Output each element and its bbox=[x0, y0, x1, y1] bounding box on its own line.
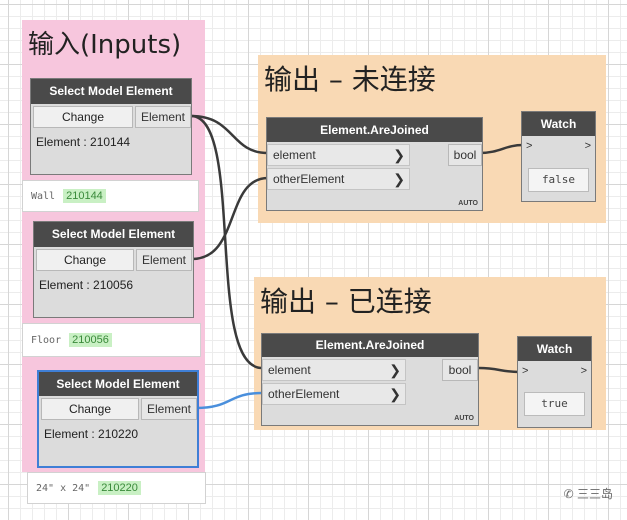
watch-node-1[interactable]: Watch > > false bbox=[521, 111, 596, 202]
arejoined-node-1[interactable]: Element.AreJoined element ❯ otherElement… bbox=[266, 117, 483, 211]
port-label: otherElement bbox=[268, 387, 340, 401]
change-button[interactable]: Change bbox=[33, 106, 133, 128]
node-title: Select Model Element bbox=[31, 79, 191, 104]
preview-id: 210144 bbox=[63, 189, 106, 203]
wechat-icon: ✆ bbox=[563, 487, 574, 501]
change-button[interactable]: Change bbox=[41, 398, 139, 420]
node-title: Element.AreJoined bbox=[262, 334, 478, 357]
lacing-indicator: AUTO bbox=[458, 200, 478, 207]
watch-input-port[interactable]: > bbox=[522, 365, 529, 377]
port-label: element bbox=[273, 148, 316, 162]
element-id-label: Element : 210220 bbox=[44, 427, 139, 441]
lacing-indicator: AUTO bbox=[454, 415, 474, 422]
chevron-right-icon: ❯ bbox=[389, 362, 401, 378]
other-element-input-port[interactable]: otherElement ❯ bbox=[262, 383, 406, 405]
bool-output-port[interactable]: bool bbox=[448, 144, 482, 166]
node-title: Select Model Element bbox=[39, 372, 197, 396]
preview-bubble-2: Floor 210056 bbox=[22, 323, 201, 357]
element-id-label: Element : 210056 bbox=[39, 278, 134, 292]
preview-bubble-3: 24" x 24" 210220 bbox=[27, 472, 206, 504]
preview-type: 24" x 24" bbox=[36, 483, 91, 494]
select-model-element-node-2[interactable]: Select Model Element Change Element Elem… bbox=[33, 221, 194, 318]
node-title: Watch bbox=[518, 337, 591, 361]
arejoined-node-2[interactable]: Element.AreJoined element ❯ otherElement… bbox=[261, 333, 479, 426]
node-title: Select Model Element bbox=[34, 222, 193, 247]
chevron-right-icon: ❯ bbox=[393, 171, 405, 187]
preview-id: 210056 bbox=[69, 333, 112, 347]
watch-value: false bbox=[528, 168, 589, 192]
change-button[interactable]: Change bbox=[36, 249, 134, 271]
element-output-port[interactable]: Element bbox=[136, 249, 192, 271]
select-model-element-node-1[interactable]: Select Model Element Change Element Elem… bbox=[30, 78, 192, 175]
node-title: Watch bbox=[522, 112, 595, 136]
node-title: Element.AreJoined bbox=[267, 118, 482, 142]
output-connected-title: 输出 – 已连接 bbox=[260, 285, 432, 318]
element-id-label: Element : 210144 bbox=[36, 135, 131, 149]
port-label: otherElement bbox=[273, 172, 345, 186]
preview-type: Floor bbox=[31, 335, 62, 346]
wire-element3-to-arejoined2-other bbox=[195, 391, 263, 410]
watermark: ✆ 三三岛 bbox=[564, 485, 613, 502]
chevron-right-icon: ❯ bbox=[389, 386, 401, 402]
element-input-port[interactable]: element ❯ bbox=[267, 144, 410, 166]
select-model-element-node-3[interactable]: Select Model Element Change Element Elem… bbox=[37, 370, 199, 468]
watch-node-2[interactable]: Watch > > true bbox=[517, 336, 592, 428]
preview-type: Wall bbox=[31, 191, 56, 202]
bool-output-port[interactable]: bool bbox=[442, 359, 478, 381]
preview-id: 210220 bbox=[98, 481, 141, 495]
watermark-text: 三三岛 bbox=[576, 487, 613, 501]
watch-output-port[interactable]: > bbox=[584, 140, 591, 152]
watch-value: true bbox=[524, 392, 585, 416]
element-output-port[interactable]: Element bbox=[141, 398, 197, 420]
other-element-input-port[interactable]: otherElement ❯ bbox=[267, 168, 410, 190]
output-disconnected-title: 输出 – 未连接 bbox=[264, 63, 436, 96]
watch-input-port[interactable]: > bbox=[526, 140, 533, 152]
preview-bubble-1: Wall 210144 bbox=[22, 180, 199, 212]
chevron-right-icon: ❯ bbox=[393, 147, 405, 163]
port-label: element bbox=[268, 363, 311, 377]
watch-output-port[interactable]: > bbox=[580, 365, 587, 377]
element-output-port[interactable]: Element bbox=[135, 106, 191, 128]
inputs-group-title: 输入(Inputs) bbox=[28, 30, 182, 60]
element-input-port[interactable]: element ❯ bbox=[262, 359, 406, 381]
